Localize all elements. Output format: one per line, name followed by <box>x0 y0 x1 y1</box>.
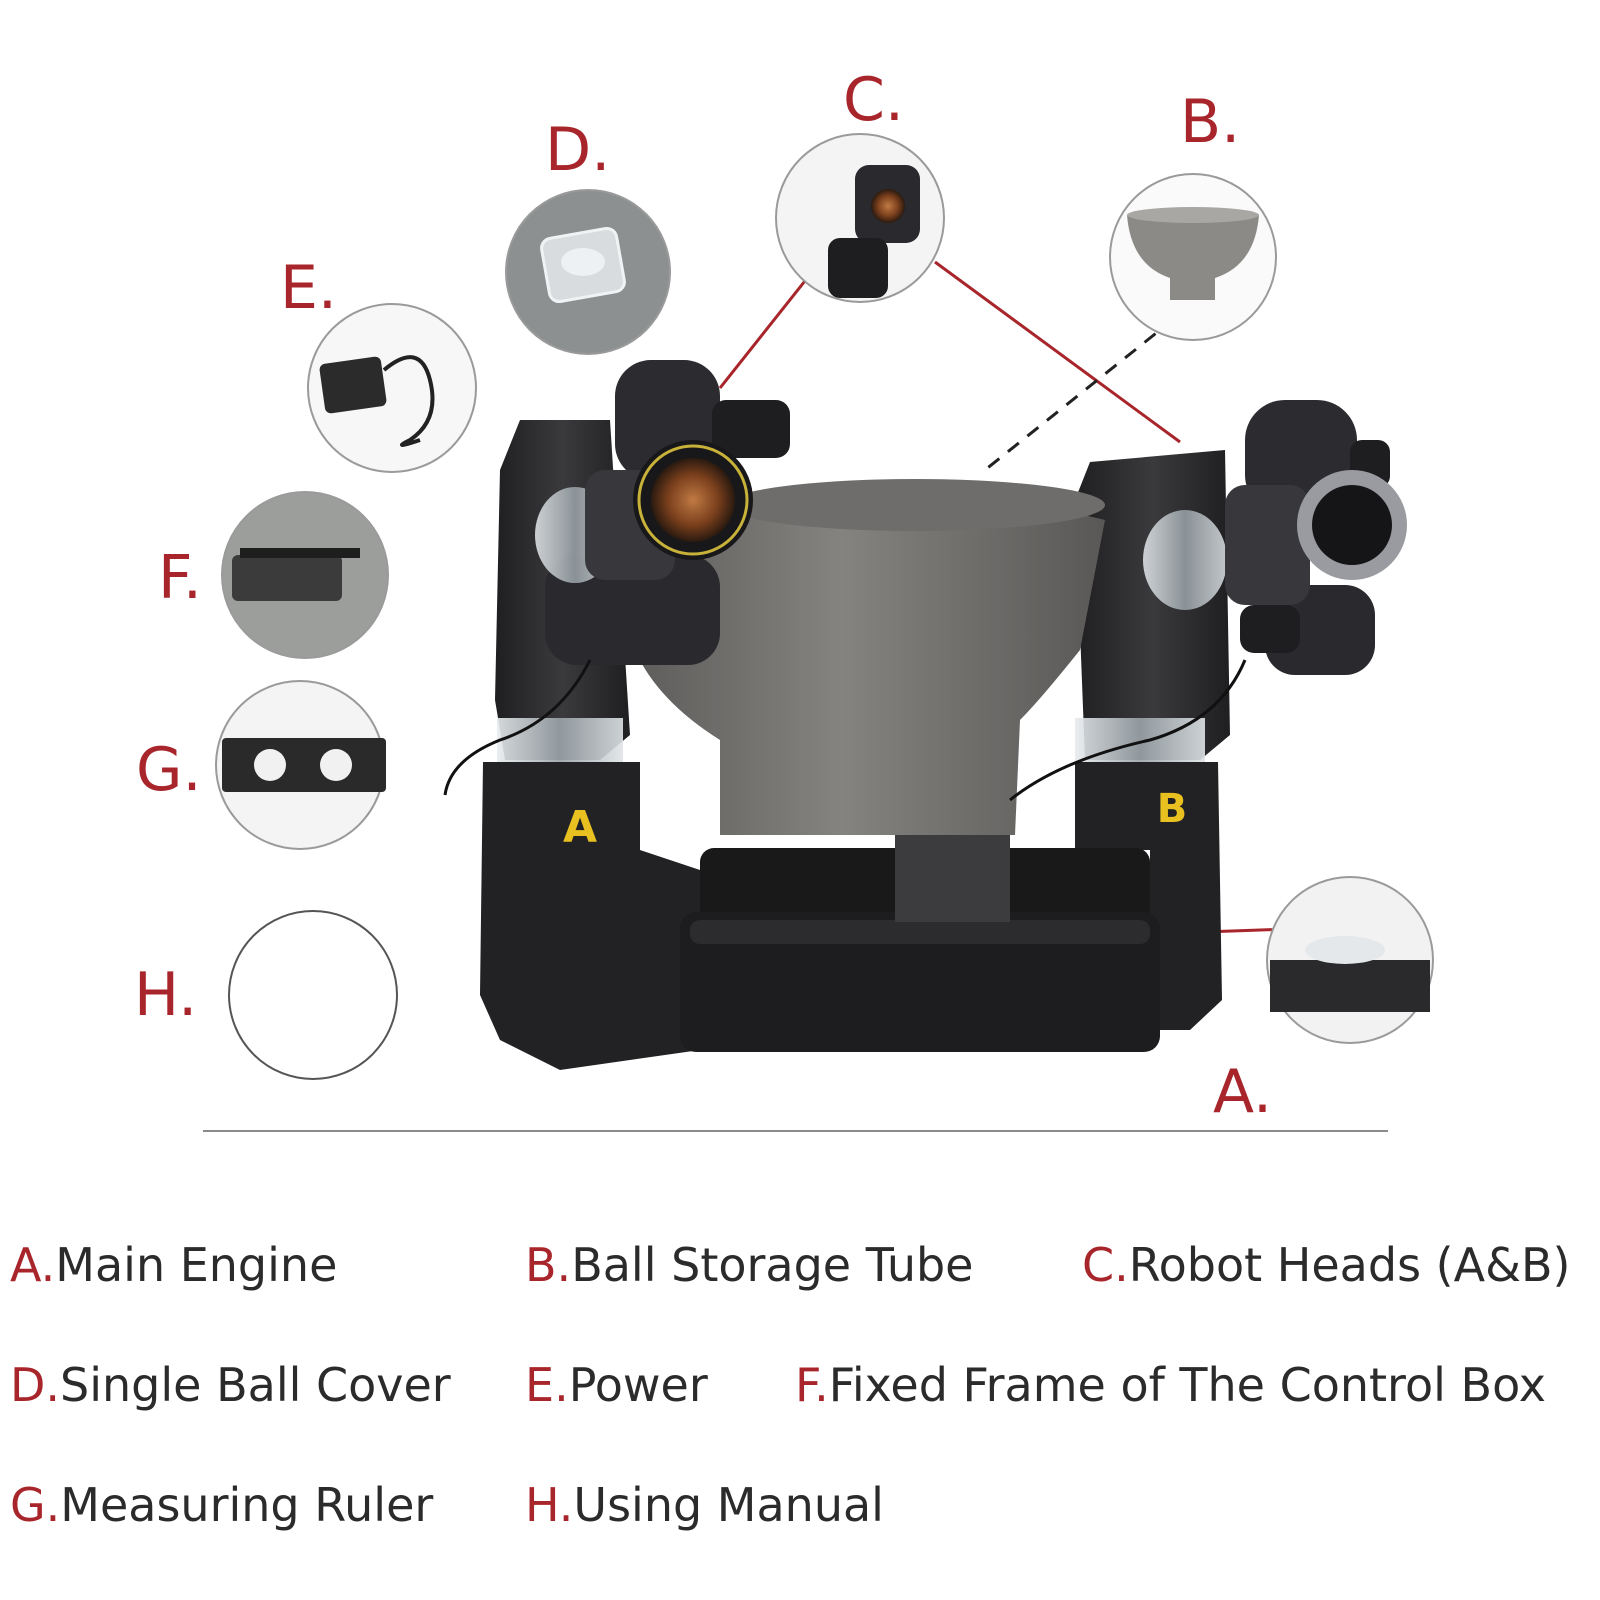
head-a-lens <box>651 458 735 542</box>
legend-item-d: D.Single Ball Cover <box>10 1358 451 1412</box>
inset-a-engine-icon <box>1270 960 1430 1012</box>
head-b-barrel <box>1225 485 1310 605</box>
legend-item-a: A.Main Engine <box>10 1238 338 1292</box>
callout-h: H. <box>134 960 198 1030</box>
head-a-knob <box>712 400 790 458</box>
machine-illustration: A B <box>215 133 1434 1080</box>
divider-line <box>203 1130 1388 1132</box>
lower-left-block <box>480 762 700 1070</box>
inset-c-arm-icon <box>828 238 888 298</box>
inset-e-adapter-icon <box>319 356 387 414</box>
inset-f-control-box-frame <box>221 491 389 659</box>
inset-d-single-ball-cover <box>505 189 671 355</box>
marking-head-b: B <box>1157 786 1188 832</box>
legend-item-h: H.Using Manual <box>525 1478 884 1532</box>
inset-h-using-manual <box>228 910 398 1080</box>
legend-item-c: C.Robot Heads (A&B) <box>1082 1238 1571 1292</box>
legend-item-e: E.Power <box>525 1358 708 1412</box>
head-a-ring-marker <box>637 444 749 556</box>
callout-g: G. <box>136 735 202 805</box>
robot-head-a <box>535 360 790 665</box>
callout-c: C. <box>843 65 904 135</box>
legend-item-b: B.Ball Storage Tube <box>525 1238 974 1292</box>
bowl-rim <box>725 479 1105 531</box>
head-b-side-knob <box>1240 605 1300 653</box>
inset-c-robot-head <box>775 133 945 303</box>
inset-a-main-engine <box>1266 876 1434 1044</box>
main-engine-body: A B <box>480 420 1230 1070</box>
callout-f: F. <box>158 543 202 613</box>
inset-e-cable-icon <box>382 355 435 447</box>
marking-head-a: A <box>563 802 597 853</box>
inset-h-frame <box>228 910 398 1080</box>
legend-item-f: F.Fixed Frame of The Control Box <box>795 1358 1547 1412</box>
legend-item-g: G.Measuring Ruler <box>10 1478 434 1532</box>
connector-c-right <box>934 260 1181 444</box>
inset-e-frame <box>307 303 477 473</box>
inset-f-bracket-icon <box>232 555 342 601</box>
head-b-clear-cover <box>1143 510 1227 610</box>
control-box-lid <box>690 920 1150 944</box>
inset-f-rail-icon <box>240 548 360 558</box>
cable-left <box>443 659 592 796</box>
callout-a: A. <box>1213 1057 1273 1127</box>
center-plate <box>895 832 1010 922</box>
robot-head-b <box>1143 400 1407 675</box>
callout-b: B. <box>1180 87 1241 157</box>
inset-c-lens-icon <box>871 189 905 223</box>
lower-right-block <box>1075 762 1222 1030</box>
inset-g-measuring-ruler <box>215 680 386 850</box>
inset-g-hole-right <box>320 749 352 781</box>
callout-d: D. <box>545 115 611 185</box>
inset-g-ruler-icon <box>222 738 386 792</box>
inset-b-bowl-rim <box>1127 207 1259 223</box>
inset-d-cover-dome <box>561 248 605 276</box>
head-a-lower-arm <box>545 555 720 665</box>
ball-storage-bowl <box>625 488 1105 835</box>
left-clear-ring <box>497 718 623 762</box>
cable-right <box>1009 659 1247 802</box>
inset-e-power <box>307 303 477 473</box>
head-b-lens <box>1312 485 1392 565</box>
connector-c-left <box>718 261 822 389</box>
inset-b-ball-storage-tube <box>1109 173 1277 341</box>
inset-a-dome-icon <box>1305 936 1385 964</box>
callout-e: E. <box>280 253 337 323</box>
control-box <box>680 912 1160 1052</box>
inset-g-hole-left <box>254 749 286 781</box>
connector-b-dashed <box>984 316 1176 472</box>
inset-b-bowl-icon <box>1127 215 1259 300</box>
